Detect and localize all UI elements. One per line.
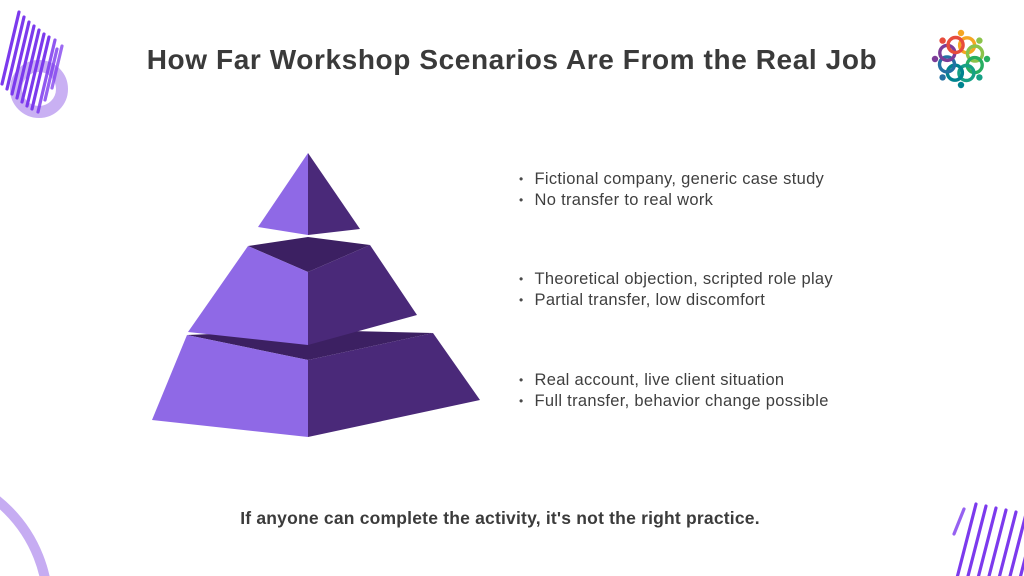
tier-middle-dark-face xyxy=(308,245,417,345)
bullet-text: No transfer to real work xyxy=(534,191,714,209)
tier-top-light-face xyxy=(258,153,308,235)
bullet-item: • Theoretical objection, scripted role p… xyxy=(519,269,833,290)
bullet-dot-icon: • xyxy=(519,172,524,186)
bullet-text: Partial transfer, low discomfort xyxy=(534,291,766,309)
bullet-dot-icon: • xyxy=(519,193,524,207)
bullet-item: • Full transfer, behavior change possibl… xyxy=(519,391,829,412)
bullet-group-top-tier: • Fictional company, generic case study … xyxy=(519,169,824,211)
bullet-item: • No transfer to real work xyxy=(519,190,824,211)
bullet-text: Full transfer, behavior change possible xyxy=(534,392,829,410)
bullet-text: Real account, live client situation xyxy=(534,371,785,389)
bullet-dot-icon: • xyxy=(519,272,524,286)
tier-top-dark-face xyxy=(308,153,360,235)
bullet-text: Theoretical objection, scripted role pla… xyxy=(534,270,833,288)
tier-bottom-light-face xyxy=(152,335,308,437)
bullet-text: Fictional company, generic case study xyxy=(534,170,825,188)
tier-middle-light-face xyxy=(188,246,308,345)
bullet-dot-icon: • xyxy=(519,373,524,387)
takeaway-statement: If anyone can complete the activity, it'… xyxy=(240,508,760,528)
bullet-item: • Partial transfer, low discomfort xyxy=(519,290,833,311)
bullet-dot-icon: • xyxy=(519,293,524,307)
bullet-dot-icon: • xyxy=(519,394,524,408)
tier-bottom-dark-face xyxy=(308,333,480,437)
page-title: How Far Workshop Scenarios Are From the … xyxy=(146,44,878,75)
bullet-item: • Real account, live client situation xyxy=(519,370,829,391)
pyramid-diagram xyxy=(152,153,480,437)
bullet-group-bottom-tier: • Real account, live client situation • … xyxy=(519,370,829,412)
tier-middle-top-face xyxy=(248,237,370,272)
bullet-group-middle-tier: • Theoretical objection, scripted role p… xyxy=(519,269,833,311)
logo-figures xyxy=(931,29,991,89)
community-circle-logo-icon xyxy=(931,29,991,89)
bullet-item: • Fictional company, generic case study xyxy=(519,169,824,190)
